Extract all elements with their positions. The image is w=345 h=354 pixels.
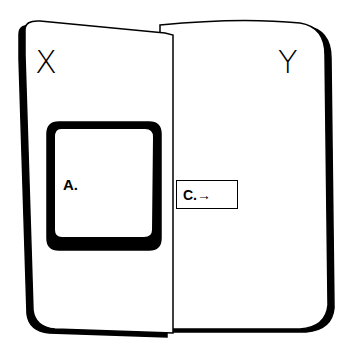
- outline-path: [55, 129, 153, 237]
- region-label: A.: [63, 176, 78, 193]
- region-label: Y: [278, 43, 298, 81]
- connector-tab: C.→: [176, 180, 238, 209]
- outline-path: [47, 122, 161, 250]
- left-region: X A.: [15, 15, 180, 340]
- outline-path: [25, 21, 173, 333]
- region-label: X: [35, 43, 57, 81]
- outline-path: [160, 20, 328, 329]
- region-label: C.→: [183, 187, 211, 203]
- inner-box: A.: [47, 122, 161, 250]
